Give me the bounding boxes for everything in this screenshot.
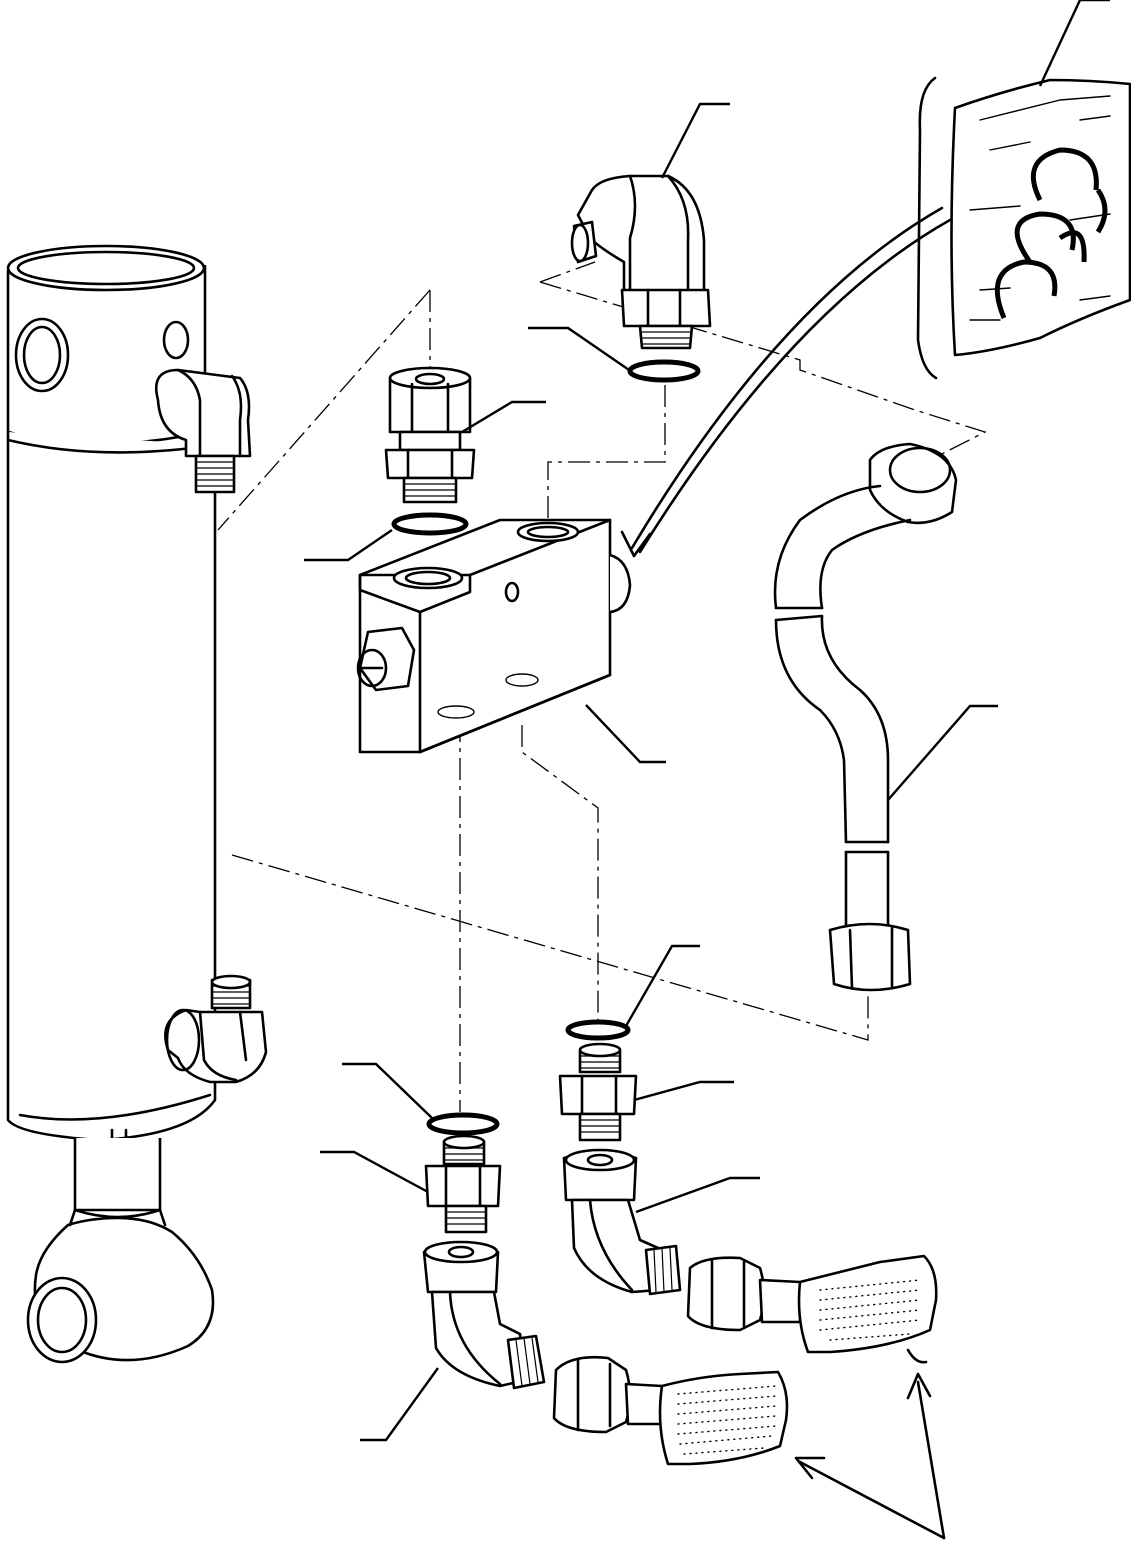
elbow-fitting [562,1148,682,1296]
assembly-centerlines [214,261,987,1112]
adapter-fitting [558,1042,638,1142]
seal-kit-bag [916,76,1131,380]
o-ring [391,512,469,536]
o-ring [627,359,701,383]
hose-assembly [686,1254,938,1364]
rigid-tube [773,442,958,992]
pointer-arrow [620,206,952,558]
pointer-arrow [794,1372,946,1540]
o-ring [565,1019,631,1041]
elbow-fitting [422,1240,546,1390]
o-ring [426,1112,500,1136]
adapter-fitting [424,1134,502,1234]
hose-assembly [552,1355,789,1466]
elbow-fitting-top [570,174,712,350]
valve-block [356,518,632,754]
callout-leaders [304,0,1110,1442]
adapter-fitting-top [384,366,476,504]
hydraulic-cylinder [6,244,268,1364]
